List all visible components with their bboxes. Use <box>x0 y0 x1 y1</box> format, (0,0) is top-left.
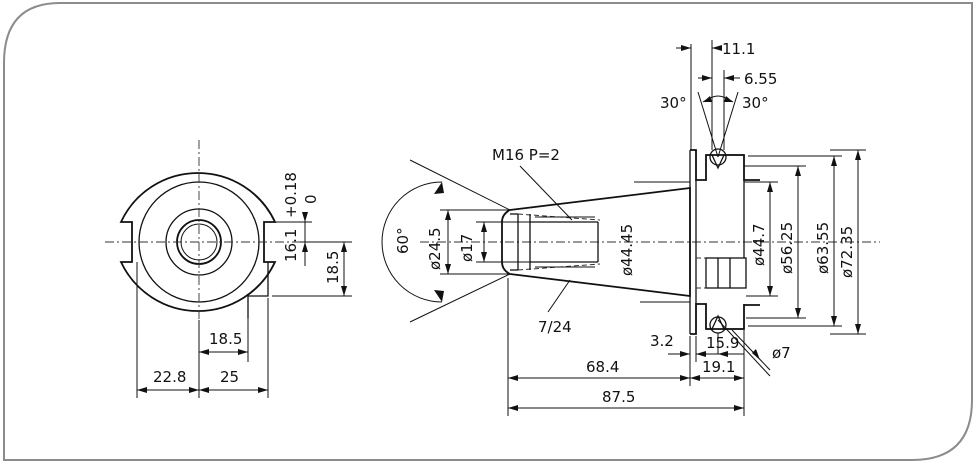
dim-tolerance-upper: +0.18 <box>282 172 300 218</box>
dim-dia-72-35: ø72.35 <box>838 226 856 278</box>
dim-19-1: 19.1 <box>702 358 735 376</box>
dim-dia-44-7: ø44.7 <box>750 223 768 266</box>
dim-dia-44-45: ø44.45 <box>618 224 636 276</box>
dim-angle-30-left: 30° <box>660 94 687 112</box>
dim-dia-24-5: ø24.5 <box>426 227 444 270</box>
front-view-outer-profile <box>119 172 277 312</box>
dim-11-1: 11.1 <box>722 40 755 58</box>
dim-6-55: 6.55 <box>744 70 777 88</box>
dim-dia-7: ø7 <box>772 344 791 362</box>
drive-slot <box>705 257 747 289</box>
dim-18-5-horizontal: 18.5 <box>209 330 242 348</box>
dim-68-4: 68.4 <box>586 358 619 376</box>
dim-22-8: 22.8 <box>153 368 186 386</box>
dim-15-9: 15.9 <box>706 334 739 352</box>
taper-label: 7/24 <box>538 318 572 336</box>
front-view-key-slot <box>247 262 269 318</box>
dim-18-5-vertical: 18.5 <box>324 251 342 284</box>
dim-dia-56-25: ø56.25 <box>778 222 796 274</box>
dim-angle-30-right: 30° <box>742 94 769 112</box>
front-view: 16.1 +0.18 0 18.5 18.5 22.8 25 <box>105 140 352 398</box>
drive-ball-top <box>709 148 727 166</box>
dim-87-5: 87.5 <box>602 388 635 406</box>
dim-dia-63-55: ø63.55 <box>814 222 832 274</box>
side-view: 60° ø24.5 ø17 M16 P=2 ø44.45 7/24 <box>381 40 880 416</box>
thread-label: M16 P=2 <box>492 146 560 164</box>
dim-3-2: 3.2 <box>650 332 674 350</box>
dim-16-1: 16.1 <box>282 229 300 262</box>
dim-angle-60: 60° <box>394 227 412 254</box>
dim-tolerance-lower: 0 <box>302 194 320 204</box>
dim-dia-17: ø17 <box>458 234 476 262</box>
dim-25: 25 <box>220 368 239 386</box>
